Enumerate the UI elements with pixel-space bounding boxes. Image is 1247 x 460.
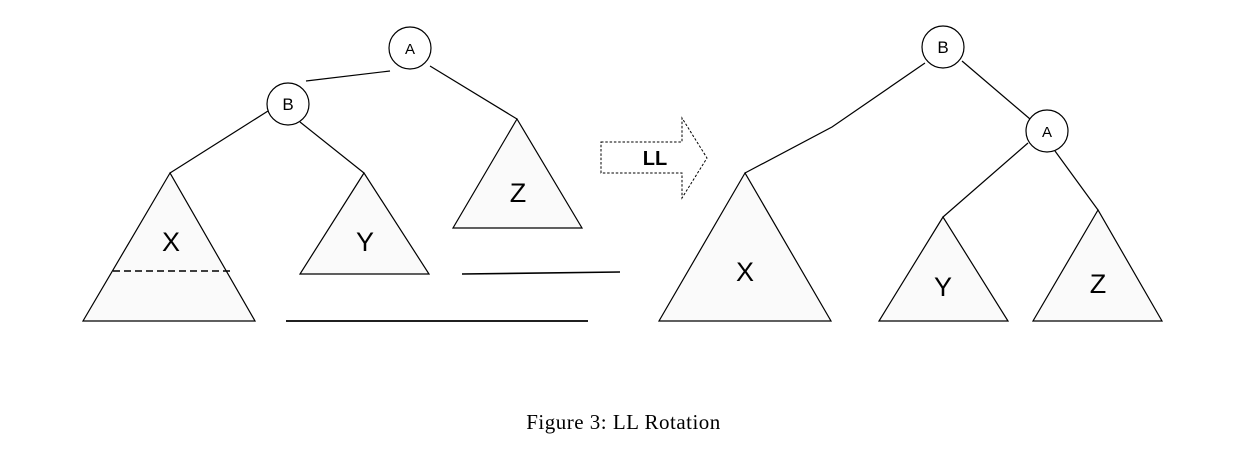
left-node-b-label: B bbox=[282, 95, 293, 114]
figure-caption: Figure 3: LL Rotation bbox=[526, 410, 721, 434]
right-subtree-z-label: Z bbox=[1090, 269, 1107, 299]
right-node-b-circle bbox=[921, 25, 965, 69]
left-node-b-circle bbox=[266, 82, 310, 126]
edge-a-b bbox=[305, 70, 391, 82]
arrow-shape bbox=[600, 116, 708, 200]
left-subtree-y-label: Y bbox=[356, 227, 374, 257]
right-subtree-x-triangle bbox=[657, 171, 833, 322]
left-node-a-circle bbox=[388, 26, 432, 70]
edge-b-x-right bbox=[744, 62, 926, 174]
edge-a-z bbox=[429, 65, 518, 120]
ll-transform-arrow: LL bbox=[600, 116, 708, 200]
left-tree bbox=[169, 65, 518, 174]
height-line-short bbox=[461, 271, 621, 275]
left-subtree-x-triangle bbox=[81, 171, 257, 322]
right-subtree-y-label: Y bbox=[934, 272, 952, 302]
arrow-label: LL bbox=[643, 148, 667, 170]
edge-b-a-right bbox=[961, 60, 1031, 120]
right-node-b-label: B bbox=[937, 38, 948, 57]
right-subtree-y-triangle bbox=[877, 215, 1010, 322]
left-node-a-label: A bbox=[405, 41, 415, 58]
right-node-b: B bbox=[921, 25, 965, 69]
right-subtree-x-label: X bbox=[736, 257, 754, 287]
right-node-a-label: A bbox=[1042, 124, 1052, 141]
edge-b-x bbox=[169, 110, 269, 174]
edge-a-y-right bbox=[942, 142, 1029, 218]
edge-b-y bbox=[299, 121, 365, 174]
right-subtree-z-triangle bbox=[1031, 208, 1164, 322]
left-subtree-x-label: X bbox=[162, 227, 180, 257]
right-node-a-circle bbox=[1025, 109, 1069, 153]
left-subtree-z-label: Z bbox=[510, 178, 527, 208]
left-node-b: B bbox=[266, 82, 310, 126]
left-node-a: A bbox=[388, 26, 432, 70]
left-subtree-z-triangle bbox=[451, 117, 584, 229]
right-node-a: A bbox=[1025, 109, 1069, 153]
right-tree bbox=[744, 60, 1099, 218]
left-subtree-y-triangle bbox=[298, 171, 431, 275]
edge-a-z-right bbox=[1054, 150, 1099, 211]
